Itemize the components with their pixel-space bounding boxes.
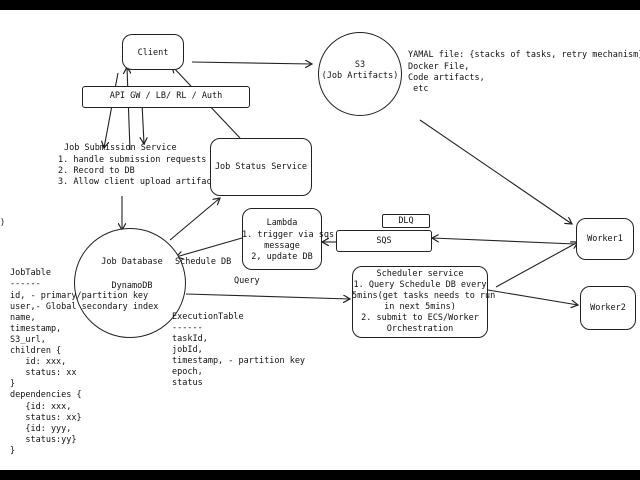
job-table-line: status: xx: [10, 368, 77, 378]
job-table-line: status:yy}: [10, 435, 77, 445]
lambda-box: [242, 208, 322, 270]
job-table-line: }: [10, 446, 16, 456]
s3-sublabel: (Job Artifacts): [321, 71, 399, 81]
job-submission-line: 3. Allow client upload artifacts: [58, 177, 222, 187]
job-status-box: [210, 138, 312, 196]
job-table-line: status: xx}: [10, 413, 82, 423]
job-table-line: name,: [10, 313, 36, 323]
execution-table-line: status: [172, 378, 203, 388]
schedule-db-label: Schedule DB: [175, 257, 232, 267]
job-table-line: dependencies {: [10, 390, 82, 400]
worker2-box: [580, 286, 636, 330]
s3-note-line: Code artifacts,: [408, 73, 485, 83]
sqs-box: [336, 230, 432, 252]
s3-note-line: Docker File,: [408, 62, 470, 72]
client-label: Client: [137, 48, 169, 58]
execution-table-line: ------: [172, 323, 203, 333]
arrow-client-to-s3: [191, 62, 312, 64]
job-table-line: user,- Global secondary index: [10, 302, 159, 312]
scheduler-line: 2. submit to ECS/Worker: [361, 313, 479, 323]
dlq-box: [382, 214, 430, 228]
arrow-database-to-scheduler: [185, 293, 350, 299]
job-table-line: JobTable: [10, 268, 51, 278]
s3-circle: [318, 32, 402, 116]
edge-mark: ): [0, 218, 6, 228]
arrow-gateway-to-submission: [142, 102, 144, 144]
execution-table-line: ExecutionTable: [172, 312, 244, 322]
job-submission-line: 1. handle submission requests: [58, 155, 207, 165]
connector-layer: [0, 10, 640, 470]
worker1-box: [576, 218, 634, 260]
job-table-line: S3_url,: [10, 335, 46, 345]
job-table-line: id, - primary/partition key: [10, 291, 149, 301]
lambda-line: message: [264, 241, 300, 251]
arrow-submission-to-client: [127, 67, 130, 151]
architecture-diagram: Client API GW / LB/ RL / Auth S3 (Job Ar…: [0, 10, 640, 470]
execution-table-line: jobId,: [172, 345, 203, 355]
arrow-scheduler-to-worker1: [495, 242, 578, 288]
worker2-label: Worker2: [590, 303, 626, 313]
lambda-title: Lambda: [266, 218, 298, 228]
sqs-label: SQS: [376, 236, 392, 246]
arrow-database-to-status: [169, 198, 220, 241]
client-box: [122, 34, 184, 70]
s3-label: S3: [354, 60, 366, 70]
s3-note-line: etc: [408, 84, 429, 94]
job-table-line: {id: yyy,: [10, 424, 72, 434]
api-gateway-label: API GW / LB/ RL / Auth: [109, 91, 223, 101]
arrow-lambda-to-database: [176, 237, 243, 257]
scheduler-line: 1. Query Schedule DB every: [353, 280, 487, 290]
job-database-title: Job Database: [101, 257, 163, 267]
arrow-scheduler-to-worker2: [487, 289, 578, 305]
job-database-subtitle: DynamoDB: [111, 281, 153, 291]
job-table-line: ------: [10, 279, 41, 289]
arrow-client-to-gateway: [104, 72, 119, 148]
scheduler-line: 5mins(get tasks needs to run: [352, 291, 496, 301]
query-label: Query: [234, 276, 260, 286]
job-submission-line: 2. Record to DB: [58, 166, 135, 176]
execution-table-line: epoch,: [172, 367, 203, 377]
scheduler-line: in next 5mins): [384, 302, 456, 312]
lambda-line: 1. trigger via sqs: [242, 230, 335, 240]
job-status-label: Job Status Service: [214, 162, 308, 172]
execution-table-line: taskId,: [172, 334, 208, 344]
scheduler-title: Scheduler service: [376, 269, 464, 279]
api-gateway-box: [82, 86, 250, 108]
job-table-line: }: [10, 379, 16, 389]
s3-note-line: YAMAL file: {stacks of tasks, retry mech…: [408, 50, 640, 60]
job-table-line: {id: xxx,: [10, 402, 72, 412]
job-database-circle: [74, 228, 186, 338]
lambda-line: 2, update DB: [251, 252, 313, 262]
job-table-line: id: xxx,: [10, 357, 67, 367]
scheduler-line: Orchestration: [386, 324, 454, 334]
arrow-s3-to-worker1: [419, 119, 572, 224]
execution-table-line: timestamp, - partition key: [172, 356, 306, 366]
job-submission-title: Job Submission Service: [64, 143, 177, 153]
job-table-line: timestamp,: [10, 324, 62, 334]
arrow-worker1-to-sqs: [432, 238, 576, 245]
dlq-label: DLQ: [398, 216, 414, 226]
scheduler-service-box: [352, 266, 488, 338]
job-table-line: children {: [10, 346, 62, 356]
worker1-label: Worker1: [587, 234, 623, 244]
